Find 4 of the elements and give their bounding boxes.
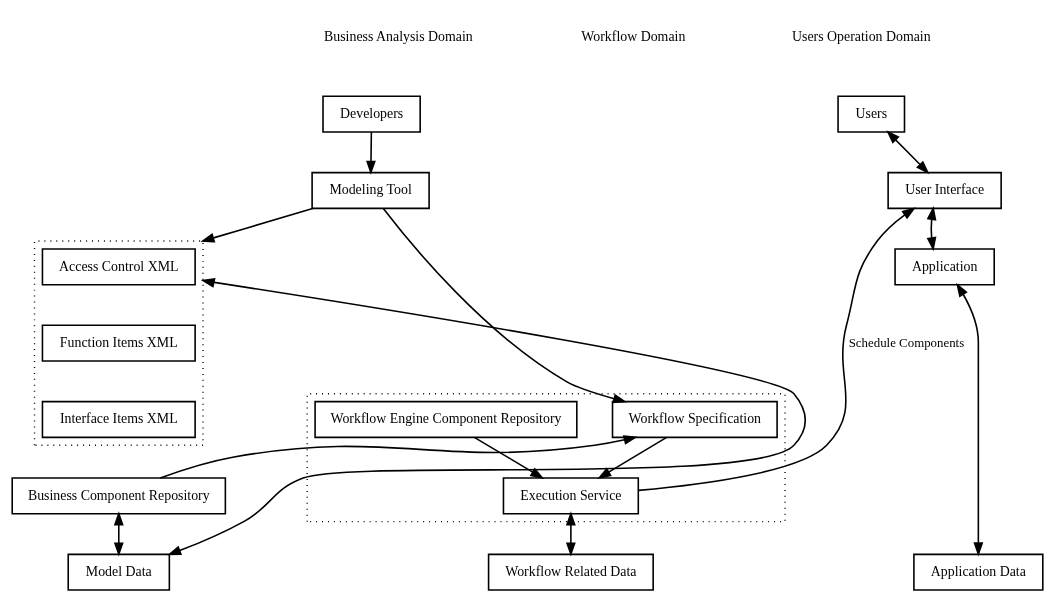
label: Business Analysis Domain — [324, 29, 473, 45]
label: Workflow Domain — [581, 29, 686, 45]
edge-label: Schedule Components — [848, 335, 965, 350]
label: Users Operation Domain — [792, 29, 931, 45]
